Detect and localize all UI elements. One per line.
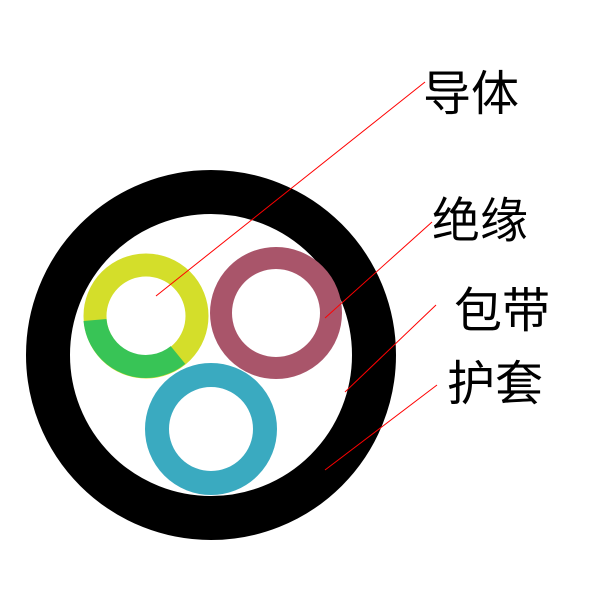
label-wrapping-tape: 包带 bbox=[454, 283, 550, 339]
sheath-ring bbox=[26, 170, 396, 540]
leader-line-wrapping-tape bbox=[344, 304, 437, 393]
core-red-brown-ring bbox=[210, 247, 342, 379]
label-sheath: 护套 bbox=[447, 356, 543, 412]
label-insulation: 绝缘 bbox=[432, 193, 528, 249]
leader-line-sheath bbox=[324, 384, 438, 471]
leader-line-insulation bbox=[324, 221, 433, 319]
core-blue-ring bbox=[145, 363, 277, 495]
core-green-segment bbox=[83, 318, 186, 378]
label-conductor: 导体 bbox=[423, 66, 519, 122]
leader-line-conductor bbox=[155, 81, 426, 297]
